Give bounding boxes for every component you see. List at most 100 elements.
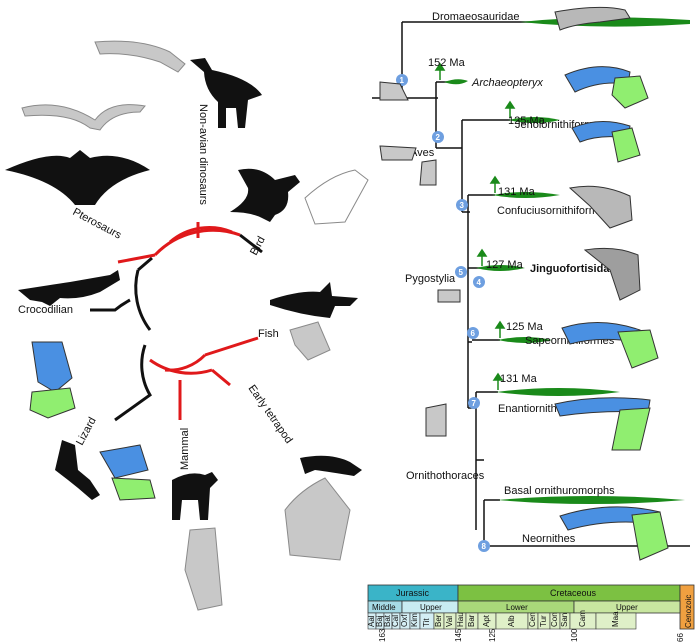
scapula-bone (617, 329, 659, 369)
label-cretaceous: Cretaceous (550, 588, 597, 598)
stage-label: Oxf (400, 614, 409, 627)
stage-cell (595, 612, 637, 630)
scapula-bone (611, 75, 649, 109)
crocodile-silhouette (18, 270, 120, 306)
age-arrowhead (489, 175, 501, 184)
node-number: 7 (472, 399, 477, 408)
clade-ornithothoraces: Ornithothoraces (406, 470, 485, 482)
stage-label: Tur (539, 615, 548, 627)
highlight-arc (149, 358, 213, 375)
bone-illustrations (21, 40, 369, 611)
stage-label: Alb (507, 615, 516, 627)
shark-silhouette (270, 282, 358, 318)
taxon-confuciusornithiformes: Confuciusornithiformes (497, 205, 610, 217)
dog-silhouette (172, 472, 218, 520)
stage-label: Ber (434, 614, 443, 627)
stage-label: Aal (367, 615, 376, 627)
node-number: 3 (460, 201, 465, 210)
stage-label: Apt (482, 614, 491, 627)
clade-pygostylia: Pygostylia (405, 273, 456, 285)
label-early-tetrapod: Early tetrapod (246, 383, 295, 446)
bone-shape (304, 169, 369, 225)
stage-label: Cam (578, 610, 587, 627)
dinosaur-silhouette (190, 58, 262, 128)
label-middle: Middle (372, 603, 396, 612)
left-circular-tree: Pterosaurs Non-avian dinosaurs Bird Croc… (5, 40, 369, 611)
age-arrowhead (476, 248, 488, 257)
lineage-spindle (444, 79, 468, 85)
bone-shape (184, 527, 223, 611)
tick-145: 145 (454, 628, 463, 642)
label-jurassic: Jurassic (396, 588, 430, 598)
coracoid-bone (99, 444, 149, 479)
scapula-bone (631, 511, 669, 561)
tick-100: 100 (570, 628, 579, 642)
lineage-spindle (498, 337, 552, 343)
label-upper-jurassic: Upper (420, 603, 442, 612)
lineage-spindle (492, 192, 560, 198)
tick-66: 66 (676, 633, 685, 642)
lizard-branch (114, 344, 152, 422)
bone-shape (554, 6, 631, 31)
node-number: 6 (471, 329, 476, 338)
bone-shape (583, 247, 641, 301)
stage-label: Baj (375, 615, 384, 627)
node-circle (432, 131, 444, 143)
tree-branch (137, 256, 153, 272)
bird-branch (239, 233, 263, 254)
tree-branch (134, 269, 152, 331)
node-number: 8 (482, 542, 487, 551)
taxon-dromaeosauridae: Dromaeosauridae (432, 11, 519, 23)
node-circle (467, 327, 479, 339)
age-labels: 152 Ma 125 Ma 131 Ma 127 Ma 125 Ma 131 M… (428, 57, 546, 385)
stage-label: Maa (611, 611, 620, 627)
bone-shape (94, 40, 186, 73)
stage-label: Bat (383, 614, 392, 627)
bone-shape (379, 81, 409, 101)
coracoid-bone (31, 341, 73, 393)
age-arrows (434, 62, 516, 390)
node-circle (473, 276, 485, 288)
label-lower: Lower (506, 603, 528, 612)
age-arrowhead (492, 372, 504, 381)
node-number: 2 (436, 133, 441, 142)
taxon-neornithes: Neornithes (522, 533, 576, 545)
fish-branch (204, 336, 259, 357)
stage-label: Val (445, 616, 454, 627)
bone-shape (568, 185, 633, 229)
node-number: 4 (477, 278, 482, 287)
label-non-avian-dinosaurs: Non-avian dinosaurs (197, 104, 209, 205)
node-circle (455, 266, 467, 278)
tetrapod-branch (211, 368, 231, 387)
stage-label: San (560, 613, 569, 627)
age-sapeornithiformes: 125 Ma (506, 321, 544, 333)
taxon-enantiornithes: Enantiornithes (498, 403, 569, 415)
highlight-arc (164, 353, 207, 372)
scapula-bone (29, 387, 76, 419)
lineage-spindle (496, 388, 620, 396)
age-enantiornithes: 131 Ma (500, 373, 538, 385)
taxon-labels: Dromaeosauridae Archaeopteryx Jeholornit… (432, 11, 616, 545)
label-upper-cretaceous: Upper (616, 603, 638, 612)
highlight-arc (169, 225, 233, 244)
age-arrowhead (494, 320, 506, 329)
node-circle (456, 199, 468, 211)
bone-shape (289, 321, 331, 361)
stage-label: Kim (410, 613, 419, 627)
node-circle (468, 397, 480, 409)
right-bone-illustrations (379, 6, 669, 561)
age-confuciusornithiformes: 131 Ma (498, 186, 536, 198)
stage-label: Bar (467, 614, 476, 627)
taxon-jinguofortisidae: Jinguofortisidae (530, 263, 616, 275)
label-pterosaurs: Pterosaurs (71, 206, 124, 242)
crocodilian-branch (90, 298, 131, 312)
stage-label: Tit (422, 618, 431, 627)
bird-silhouette (230, 168, 300, 222)
lineage-spindle (508, 117, 560, 123)
pterosaur-branch (117, 253, 156, 264)
node-circle (478, 540, 490, 552)
label-cenozoic: Cenozoic (684, 595, 693, 628)
age-arrowhead (434, 62, 446, 71)
stage-label: Cal (391, 615, 400, 627)
